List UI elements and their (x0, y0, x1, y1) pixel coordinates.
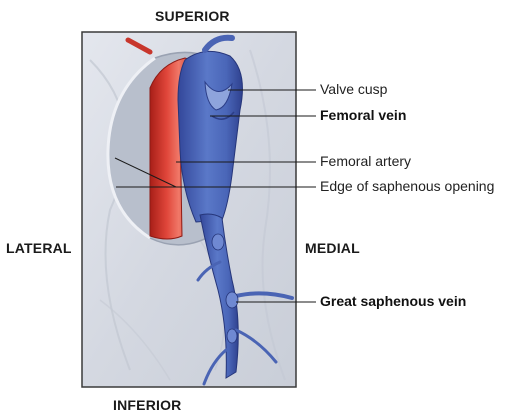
label-femoral-vein: Femoral vein (320, 107, 406, 123)
orientation-inferior: INFERIOR (113, 397, 182, 413)
label-valve-cusp: Valve cusp (320, 81, 387, 97)
label-great-saphenous-vein: Great saphenous vein (320, 293, 466, 309)
label-femoral-artery: Femoral artery (320, 153, 411, 169)
orientation-medial: MEDIAL (305, 240, 360, 256)
label-edge-saphenous-opening: Edge of saphenous opening (320, 178, 494, 194)
orientation-superior: SUPERIOR (155, 8, 230, 24)
illustration-panel (82, 32, 296, 387)
orientation-lateral: LATERAL (6, 240, 72, 256)
